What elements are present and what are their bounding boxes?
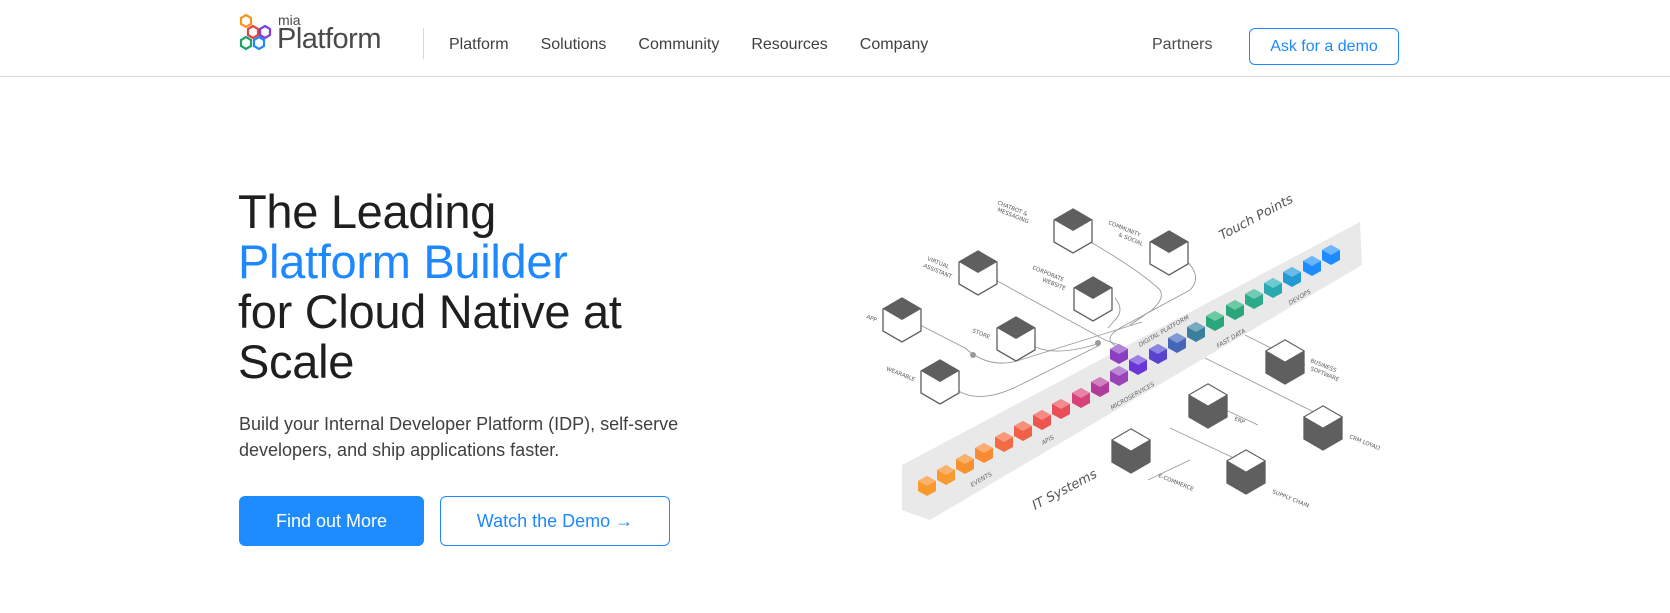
- ask-for-demo-button[interactable]: Ask for a demo: [1249, 28, 1399, 65]
- svg-text:E-COMMERCE: E-COMMERCE: [1157, 473, 1194, 493]
- svg-text:APP: APP: [865, 314, 878, 324]
- svg-text:WEARABLE: WEARABLE: [885, 366, 916, 383]
- svg-text:Touch Points: Touch Points: [1217, 192, 1296, 244]
- nav-solutions[interactable]: Solutions: [540, 36, 607, 53]
- svg-text:IT Systems: IT Systems: [1030, 467, 1100, 514]
- hero-title-accent: Platform Builder: [238, 235, 568, 288]
- logo-mia-text: mia: [278, 12, 301, 28]
- logo-platform-text: Platform: [277, 23, 381, 55]
- nav-community[interactable]: Community: [638, 36, 720, 53]
- find-out-more-button[interactable]: Find out More: [239, 496, 424, 546]
- nav-partners[interactable]: Partners: [1152, 36, 1213, 53]
- logo-hexagons-icon: [239, 14, 272, 51]
- hero-subtitle: Build your Internal Developer Platform (…: [239, 414, 679, 460]
- header-divider: [423, 28, 424, 59]
- hero-title-line3: for Cloud Native at: [238, 285, 622, 338]
- svg-text:ERP: ERP: [1233, 416, 1246, 426]
- svg-text:CRM LOYALTY: CRM LOYALTY: [1348, 434, 1380, 454]
- logo-link[interactable]: mia Platform: [238, 12, 403, 55]
- site-header: mia Platform Platform Solutions Communit…: [0, 0, 1670, 77]
- platform-illustration: EVENTS APIS MICROSERVICES DIGITAL PLATFO…: [860, 180, 1385, 540]
- main-nav: Platform Solutions Community Resources C…: [449, 36, 960, 54]
- watch-demo-button[interactable]: Watch the Demo →: [440, 496, 670, 546]
- hero-title-line4: Scale: [238, 335, 355, 388]
- svg-text:STORE: STORE: [971, 328, 991, 341]
- nav-platform[interactable]: Platform: [449, 36, 509, 53]
- platform-diagram-graphic: EVENTS APIS MICROSERVICES DIGITAL PLATFO…: [865, 192, 1385, 520]
- nav-company[interactable]: Company: [859, 36, 929, 53]
- nav-resources[interactable]: Resources: [751, 36, 828, 53]
- svg-text:SUPPLY CHAIN: SUPPLY CHAIN: [1271, 489, 1309, 509]
- hero-title: The Leading Platform Builder for Cloud N…: [238, 187, 622, 387]
- beam-cubes: [918, 245, 1340, 496]
- hero-title-line1: The Leading: [238, 185, 497, 238]
